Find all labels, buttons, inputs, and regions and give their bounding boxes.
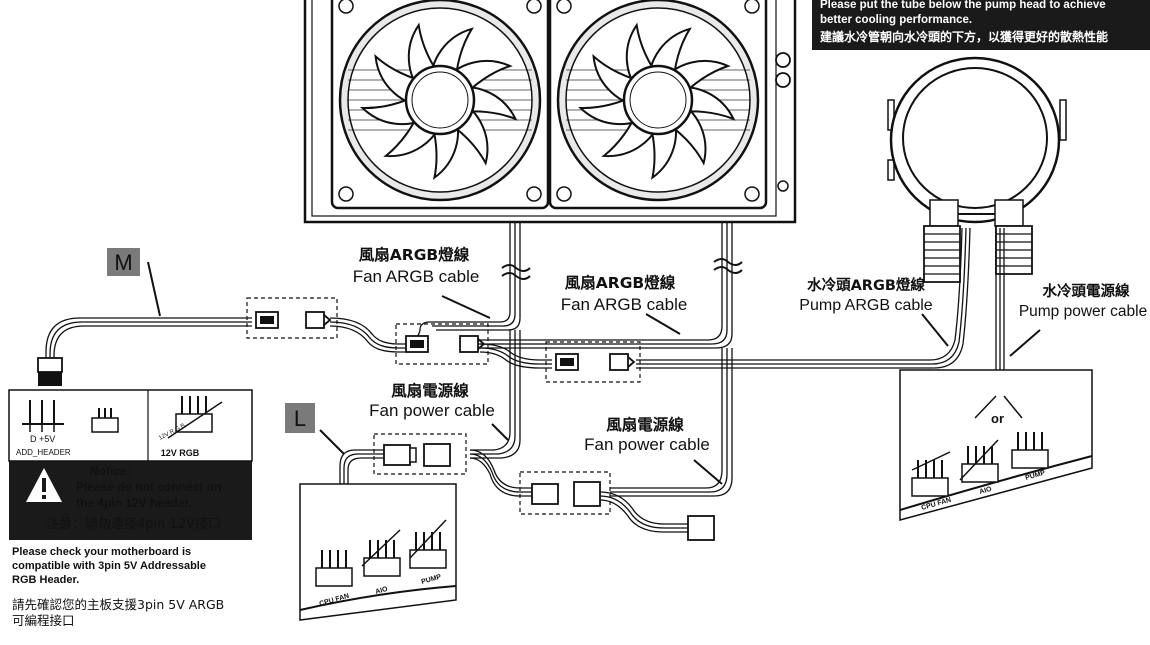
argb-plug-m <box>37 357 63 386</box>
fan-power-1-en: Fan power cable <box>369 401 495 420</box>
cable-bundles <box>45 222 1005 533</box>
fan-argb-1-en: Fan ARGB cable <box>353 267 480 286</box>
fan-power-2-en: Fan power cable <box>584 435 710 454</box>
notice-line-2: the 4pin 12V header. <box>76 496 192 510</box>
mb-note-cjk-2: 可編程接口 <box>12 613 75 628</box>
badge-m-text: M <box>114 250 132 275</box>
pump-power-en: Pump power cable <box>1019 303 1147 320</box>
motherboard-note: Please check your motherboard is compati… <box>12 545 272 587</box>
d-5v-label: D +5V <box>30 434 55 444</box>
notice-title: Notice: <box>90 464 131 478</box>
l-aio-label: AIO <box>375 586 389 596</box>
notice-line-1: Please do not connect on <box>76 480 221 494</box>
add-header-pin-diagram <box>22 400 64 432</box>
fan-power-2-cn: 風扇電源線 <box>606 415 684 434</box>
mb-note-cjk-1: 請先確認您的主板支援3pin 5V ARGB <box>12 597 225 612</box>
fan-argb-2-cn: 風扇ARGB燈線 <box>565 273 676 292</box>
pump-argb-cn: 水冷頭ARGB燈線 <box>807 276 925 294</box>
badge-l: L <box>285 403 315 433</box>
pump-power-cn: 水冷頭電源線 <box>1043 282 1130 300</box>
fan-1 <box>332 0 548 208</box>
motherboard-note-cjk: 請先確認您的主板支援3pin 5V ARGB 可編程接口 <box>12 597 272 629</box>
badge-l-text: L <box>294 406 306 431</box>
pump-head <box>887 56 1067 283</box>
mb-note-line-3: RGB Header. <box>12 574 80 586</box>
mb-note-line-1: Please check your motherboard is <box>12 546 192 558</box>
fan-argb-1-cn: 風扇ARGB燈線 <box>359 245 470 264</box>
note-line-3: 建議水冷管朝向水冷頭的下方，以獲得更好的散熱性能 <box>820 30 1109 44</box>
cable-break-marks <box>501 258 743 280</box>
mb-note-line-2: compatible with 3pin 5V Addressable <box>12 560 206 572</box>
argb-header-box: D +5V ADD_HEADER 12V R G B 12V RGB <box>8 389 253 462</box>
badge-m: M <box>107 248 140 276</box>
connector-groups <box>246 297 641 515</box>
notice-content: Notice: Please do not connect on the 4pi… <box>26 464 221 532</box>
or-label: or <box>991 411 1004 426</box>
pump-argb-en: Pump ARGB cable <box>799 297 933 314</box>
note-line-1: Please put the tube below the pump head … <box>820 0 1106 11</box>
fan-header-board-l: CPU FAN AIO PUMP <box>299 483 457 621</box>
label-leaders <box>147 261 1041 485</box>
fan-power-1-cn: 風扇電源線 <box>391 381 469 400</box>
fan-argb-2-en: Fan ARGB cable <box>561 295 688 314</box>
add-header-label: ADD_HEADER <box>16 448 71 457</box>
fan-header-board-pump: or CPU FAN AIO PUMP <box>899 369 1093 521</box>
radiator <box>303 0 797 224</box>
fan-2 <box>550 0 766 208</box>
tube-placement-note: Please put the tube below the pump head … <box>812 0 1150 50</box>
notice-cjk: 注意：請勿連接4pin 12V接口 <box>46 516 221 532</box>
pump-aio-label: AIO <box>979 486 993 496</box>
rgb-12v-label: 12V RGB <box>161 448 200 458</box>
note-line-2: better cooling performance. <box>820 14 973 26</box>
